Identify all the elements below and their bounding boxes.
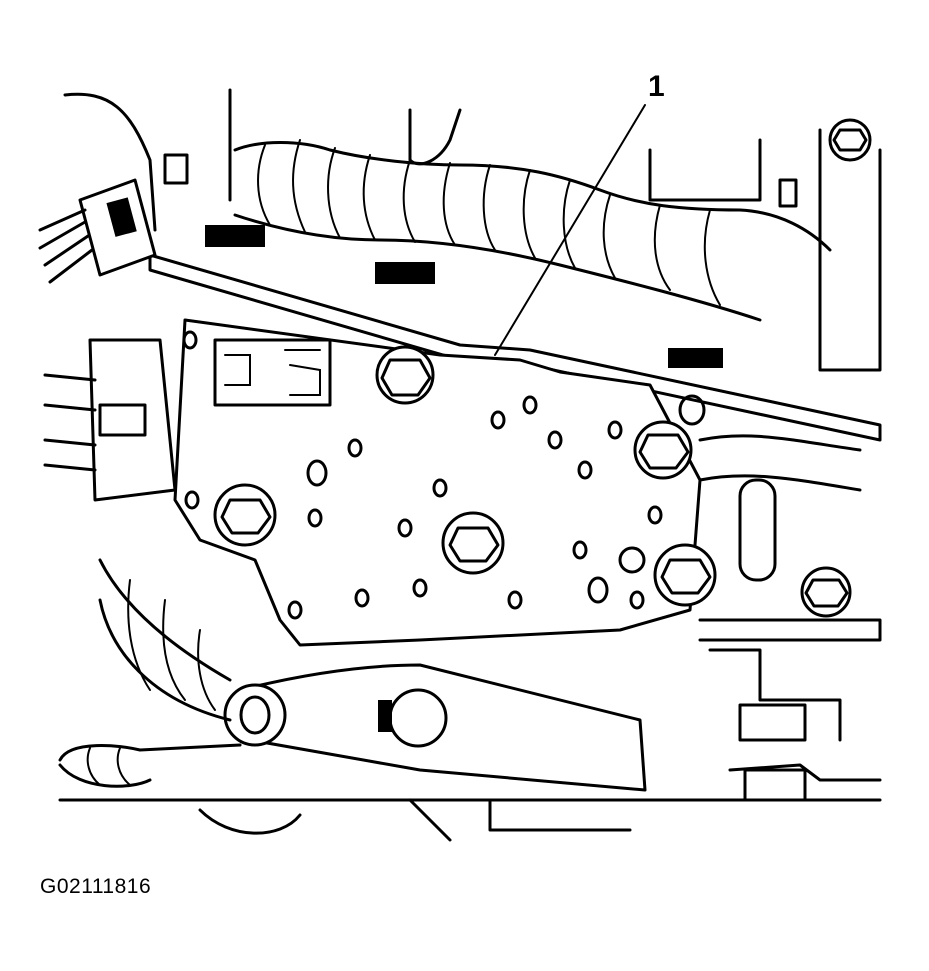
wiring-harness-lower-left [98,558,232,722]
callout-label: 1 [648,70,665,103]
wiring-harness-right [698,434,882,802]
vent-slot [205,225,265,247]
manual-shift-linkage [58,663,647,792]
vent-slot [375,262,435,284]
upper-bracket-rail [148,153,882,442]
callout-leader-line [494,104,646,356]
valve-body-plate [173,118,872,647]
solenoid-box [213,338,332,407]
square-hole [163,153,189,185]
hex-bolts [213,118,872,618]
vent-slot [668,348,723,368]
square-hole [778,178,798,208]
mounting-holes [182,330,706,620]
left-wire-connector [38,178,177,502]
figure-id: G02111816 [40,875,152,898]
wiring-harness-upper [233,139,832,322]
